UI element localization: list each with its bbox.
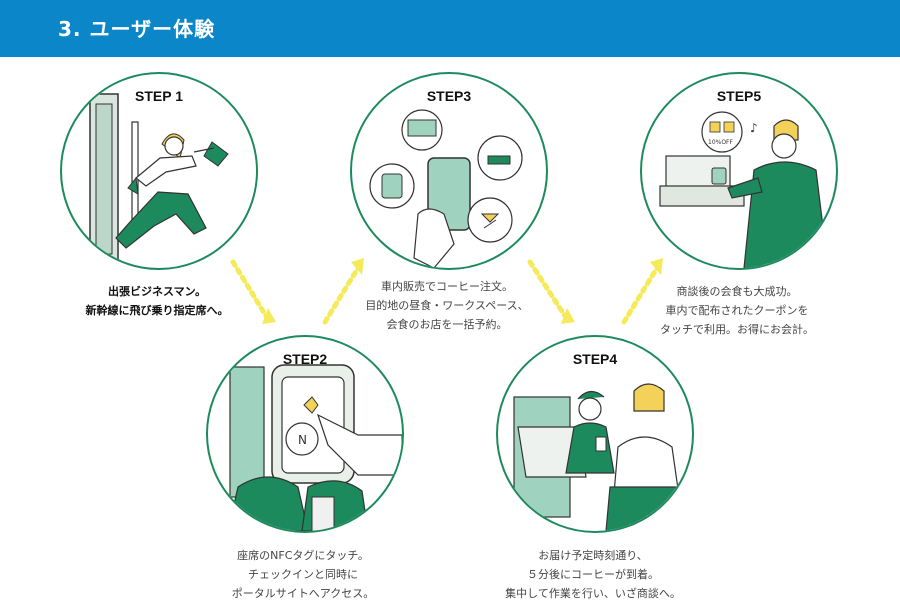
step4-circle: STEP4 <box>496 335 694 533</box>
step3-circle: STEP3 <box>350 72 548 270</box>
step3-caption-line: 会食のお店を一括予約。 <box>386 318 508 331</box>
header-bar: 3. ユーザー体験 <box>0 0 900 57</box>
step1-caption-line: 出張ビジネスマン。 <box>107 285 206 298</box>
step5-caption-line: 車内で配布されたクーポンを <box>665 304 809 317</box>
coupon-text: 10%OFF <box>708 139 734 146</box>
step5-caption-line: 商談後の会食も大成功。 <box>676 285 798 298</box>
step2-caption: 座席のNFCタグにタッチ。 チェックインと同時に ポータルサイトへアクセス。 <box>206 546 400 603</box>
page-title: 3. ユーザー体験 <box>58 17 216 41</box>
step1-caption-line: 新幹線に飛び乗り指定席へ。 <box>85 304 229 317</box>
step5-circle: 10%OFF ♪ STEP5 <box>640 72 838 270</box>
step5-illustration-coupon-checkout: 10%OFF ♪ <box>659 111 829 268</box>
step3-caption: 車内販売でコーヒー注文。 目的地の昼食・ワークスペース、 会食のお店を一括予約。 <box>350 277 544 334</box>
step2-caption-line: 座席のNFCタグにタッチ。 <box>237 549 369 562</box>
step3-label: STEP3 <box>426 88 472 104</box>
arrowhead-step5 <box>650 258 663 275</box>
step4-caption-line: お届け予定時刻通り、 <box>538 549 648 562</box>
step2-illustration-nfc-seat-tag: N <box>227 364 402 531</box>
arrow-step3-step4 <box>527 259 568 319</box>
step3-caption-line: 目的地の昼食・ワークスペース、 <box>365 299 529 312</box>
arrow-step2-step3 <box>322 265 361 325</box>
step2-circle: N STEP2 <box>206 335 404 533</box>
svg-text:N: N <box>298 433 307 447</box>
step4-caption-line: 集中して作業を行い、いざ商談へ。 <box>505 587 681 600</box>
arrow-step4-step5 <box>621 265 660 325</box>
music-note-icon: ♪ <box>750 121 758 135</box>
arrowhead-step4 <box>561 308 575 324</box>
step2-caption-line: チェックインと同時に <box>248 568 358 581</box>
coupon-bubble <box>701 111 743 153</box>
step4-caption-line: ５分後にコーヒーが到着。 <box>527 568 659 581</box>
step5-caption: 商談後の会食も大成功。 車内で配布されたクーポンを タッチで利用。お得にお会計。 <box>640 282 834 339</box>
step2-caption-line: ポータルサイトへアクセス。 <box>231 587 375 600</box>
step2-label: STEP2 <box>282 351 328 367</box>
arrowhead-step2 <box>262 308 276 324</box>
arrowhead-step3 <box>351 258 364 275</box>
step3-illustration-smartphone-ordering <box>369 109 523 268</box>
step1-label: STEP 1 <box>135 88 183 104</box>
step5-caption-line: タッチで利用。お得にお会計。 <box>660 323 814 336</box>
step1-circle: STEP 1 <box>60 72 258 270</box>
step3-caption-line: 車内販売でコーヒー注文。 <box>381 280 513 293</box>
step4-illustration-coffee-delivery <box>513 383 685 531</box>
step4-label: STEP4 <box>572 351 618 367</box>
step1-caption: 出張ビジネスマン。 新幹線に飛び乗り指定席へ。 <box>60 282 254 320</box>
step1-illustration-businessman-boarding <box>89 93 229 265</box>
arrow-step1-step2 <box>230 259 269 319</box>
step4-caption: お届け予定時刻通り、 ５分後にコーヒーが到着。 集中して作業を行い、いざ商談へ。 <box>496 546 690 603</box>
step5-label: STEP5 <box>716 88 762 104</box>
